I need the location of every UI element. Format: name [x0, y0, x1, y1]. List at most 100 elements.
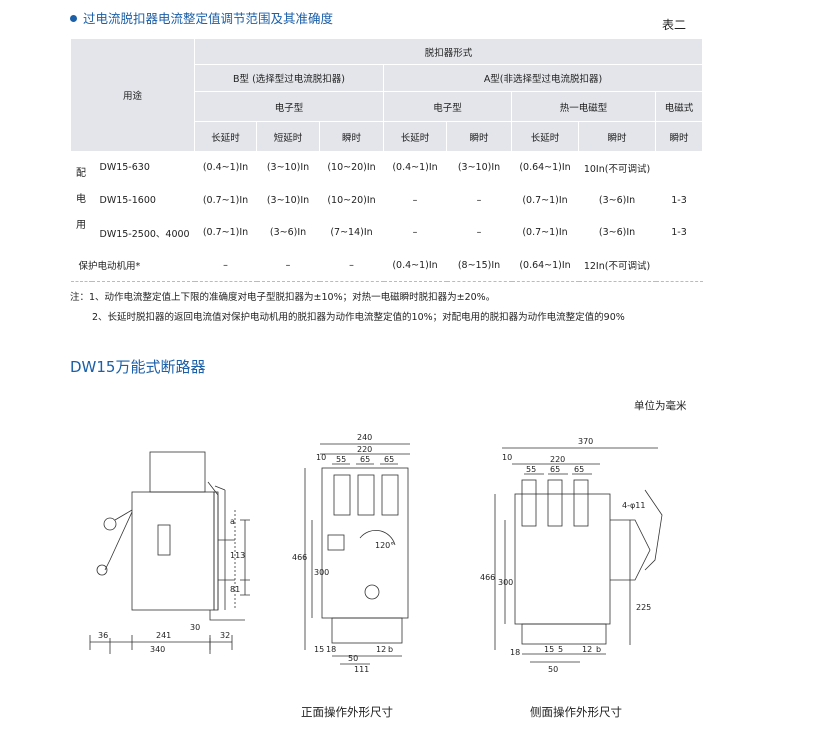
cell: (0.7~1)In — [511, 216, 579, 250]
front-caption: 正面操作外形尺寸 — [301, 705, 393, 719]
col-header: 瞬时 — [578, 121, 657, 152]
dim-label: 10 — [316, 453, 326, 462]
dim-label: 120° — [375, 541, 394, 550]
table-notes: 注：1、动作电流整定值上下限的准确度对电子型脱扣器为±10%；对热一电磁瞬时脱扣… — [70, 288, 625, 328]
dim-label: 10 — [502, 453, 512, 462]
dim-label: 12 — [376, 645, 386, 654]
dim-label: 5 — [558, 645, 563, 654]
cell: (8~15)In — [446, 248, 512, 282]
dim-label: b — [388, 645, 393, 654]
dim-label: 50 — [348, 654, 358, 663]
unit-label: 单位为毫米 — [634, 400, 687, 412]
dim-label: 36 — [98, 631, 108, 640]
col-header: 短延时 — [256, 121, 321, 152]
cell: (3~6)In — [256, 216, 320, 250]
bullet-icon — [70, 15, 77, 22]
dim-label: 15 — [314, 645, 324, 654]
dim-label: 65 — [360, 455, 370, 464]
b-type-header: B型 (选择型过电流脱扣器) — [194, 64, 385, 92]
note-2: 2、长延时脱扣器的返回电流值对保护电动机用的脱扣器为动作电流整定值的10%；对配… — [92, 312, 625, 323]
note-1: 注：1、动作电流整定值上下限的准确度对电子型脱扣器为±10%；对热一电磁瞬时脱扣… — [70, 292, 496, 303]
dim-label: a — [230, 517, 235, 526]
cell: (0.4~1)In — [383, 151, 447, 185]
cell: (3~10)In — [256, 183, 320, 217]
cell: – — [446, 216, 512, 250]
dimension-drawings: a 113 81 30 36 241 32 340 240 220 10 55 … — [89, 433, 663, 674]
a-electronic-header: 电子型 — [383, 91, 513, 122]
cell: 12In(不可调试) — [578, 248, 656, 282]
cell: 10In(不可调试) — [578, 151, 656, 185]
col-header: 瞬时 — [319, 121, 385, 152]
cell: 1-3 — [655, 216, 703, 250]
dim-label: 240 — [357, 433, 372, 442]
dim-label: 466 — [292, 553, 307, 562]
dim-label: b — [596, 645, 601, 654]
table-row: DW15-1600 (0.7~1)In (3~10)In (10~20)In –… — [71, 183, 703, 217]
b-electronic-header: 电子型 — [194, 91, 385, 122]
row-name: DW15-1600 — [91, 183, 195, 217]
dim-label: 65 — [574, 465, 584, 474]
row-name: 保护电动机用* — [70, 248, 195, 282]
dim-label: 4-φ11 — [622, 501, 645, 510]
table-row: 保护电动机用* – – – (0.4~1)In (8~15)In (0.64~1… — [70, 248, 703, 282]
side-profile-drawing — [89, 451, 250, 654]
cell: (0.64~1)In — [511, 151, 579, 185]
cell: (3~6)In — [578, 216, 656, 250]
dim-label: 30 — [190, 623, 200, 632]
col-header: 长延时 — [383, 121, 448, 152]
cell: – — [194, 248, 257, 282]
cell — [655, 248, 703, 282]
section-title: DW15万能式断路器 — [70, 358, 206, 376]
dim-label: 220 — [357, 445, 372, 454]
cell: (3~10)In — [256, 151, 320, 185]
cell — [655, 151, 703, 185]
cell: – — [383, 216, 447, 250]
row-name: DW15-630 — [91, 151, 195, 185]
front-view-drawing — [304, 443, 410, 665]
usage-header: 用途 — [69, 38, 196, 152]
dim-label: 65 — [550, 465, 560, 474]
cell: (0.4~1)In — [383, 248, 447, 282]
table-number: 表二 — [662, 18, 687, 32]
cell: 1-3 — [655, 183, 703, 217]
dim-label: 18 — [326, 645, 336, 654]
cell: (3~6)In — [578, 183, 656, 217]
dim-label: 370 — [578, 437, 593, 446]
table-row: DW15-2500、4000 (0.7~1)In (3~6)In (7~14)I… — [71, 216, 703, 250]
dim-label: 55 — [526, 465, 536, 474]
cell: (0.7~1)In — [194, 183, 257, 217]
cell: – — [319, 248, 384, 282]
cell: (10~20)In — [319, 151, 384, 185]
dim-label: 220 — [550, 455, 565, 464]
dim-label: 55 — [336, 455, 346, 464]
table-row: 配 电 用 DW15-630 (0.4~1)In (3~10)In (10~20… — [70, 151, 703, 249]
cell: – — [446, 183, 512, 217]
col-header: 瞬时 — [446, 121, 513, 152]
cell: – — [256, 248, 320, 282]
electromagnetic-header: 电磁式 — [655, 91, 704, 122]
cell: – — [383, 183, 447, 217]
dim-label: 12 — [582, 645, 592, 654]
a-type-header: A型(非选择型过电流脱扣器) — [383, 64, 704, 92]
group-label: 配 电 用 — [70, 151, 92, 249]
dim-label: 65 — [384, 455, 394, 464]
dim-label: 300 — [314, 568, 329, 577]
cell: (3~10)In — [446, 151, 512, 185]
dim-label: 300 — [498, 578, 513, 587]
col-header: 瞬时 — [655, 121, 704, 152]
cell: (0.7~1)In — [194, 216, 257, 250]
dim-label: 50 — [548, 665, 558, 674]
side-op-drawing — [494, 447, 663, 663]
dim-label: 113 — [230, 551, 245, 560]
table-heading: 过电流脱扣器电流整定值调节范围及其准确度 — [70, 8, 333, 27]
thermal-em-header: 热一电磁型 — [511, 91, 657, 122]
dim-label: 32 — [220, 631, 230, 640]
row-name: DW15-2500、4000 — [91, 216, 195, 250]
cell: (0.64~1)In — [511, 248, 579, 282]
col-header: 长延时 — [511, 121, 580, 152]
cell: (0.7~1)In — [511, 183, 579, 217]
col-header: 长延时 — [194, 121, 258, 152]
dim-label: 225 — [636, 603, 651, 612]
dim-label: 111 — [354, 665, 369, 674]
cell: (10~20)In — [319, 183, 384, 217]
